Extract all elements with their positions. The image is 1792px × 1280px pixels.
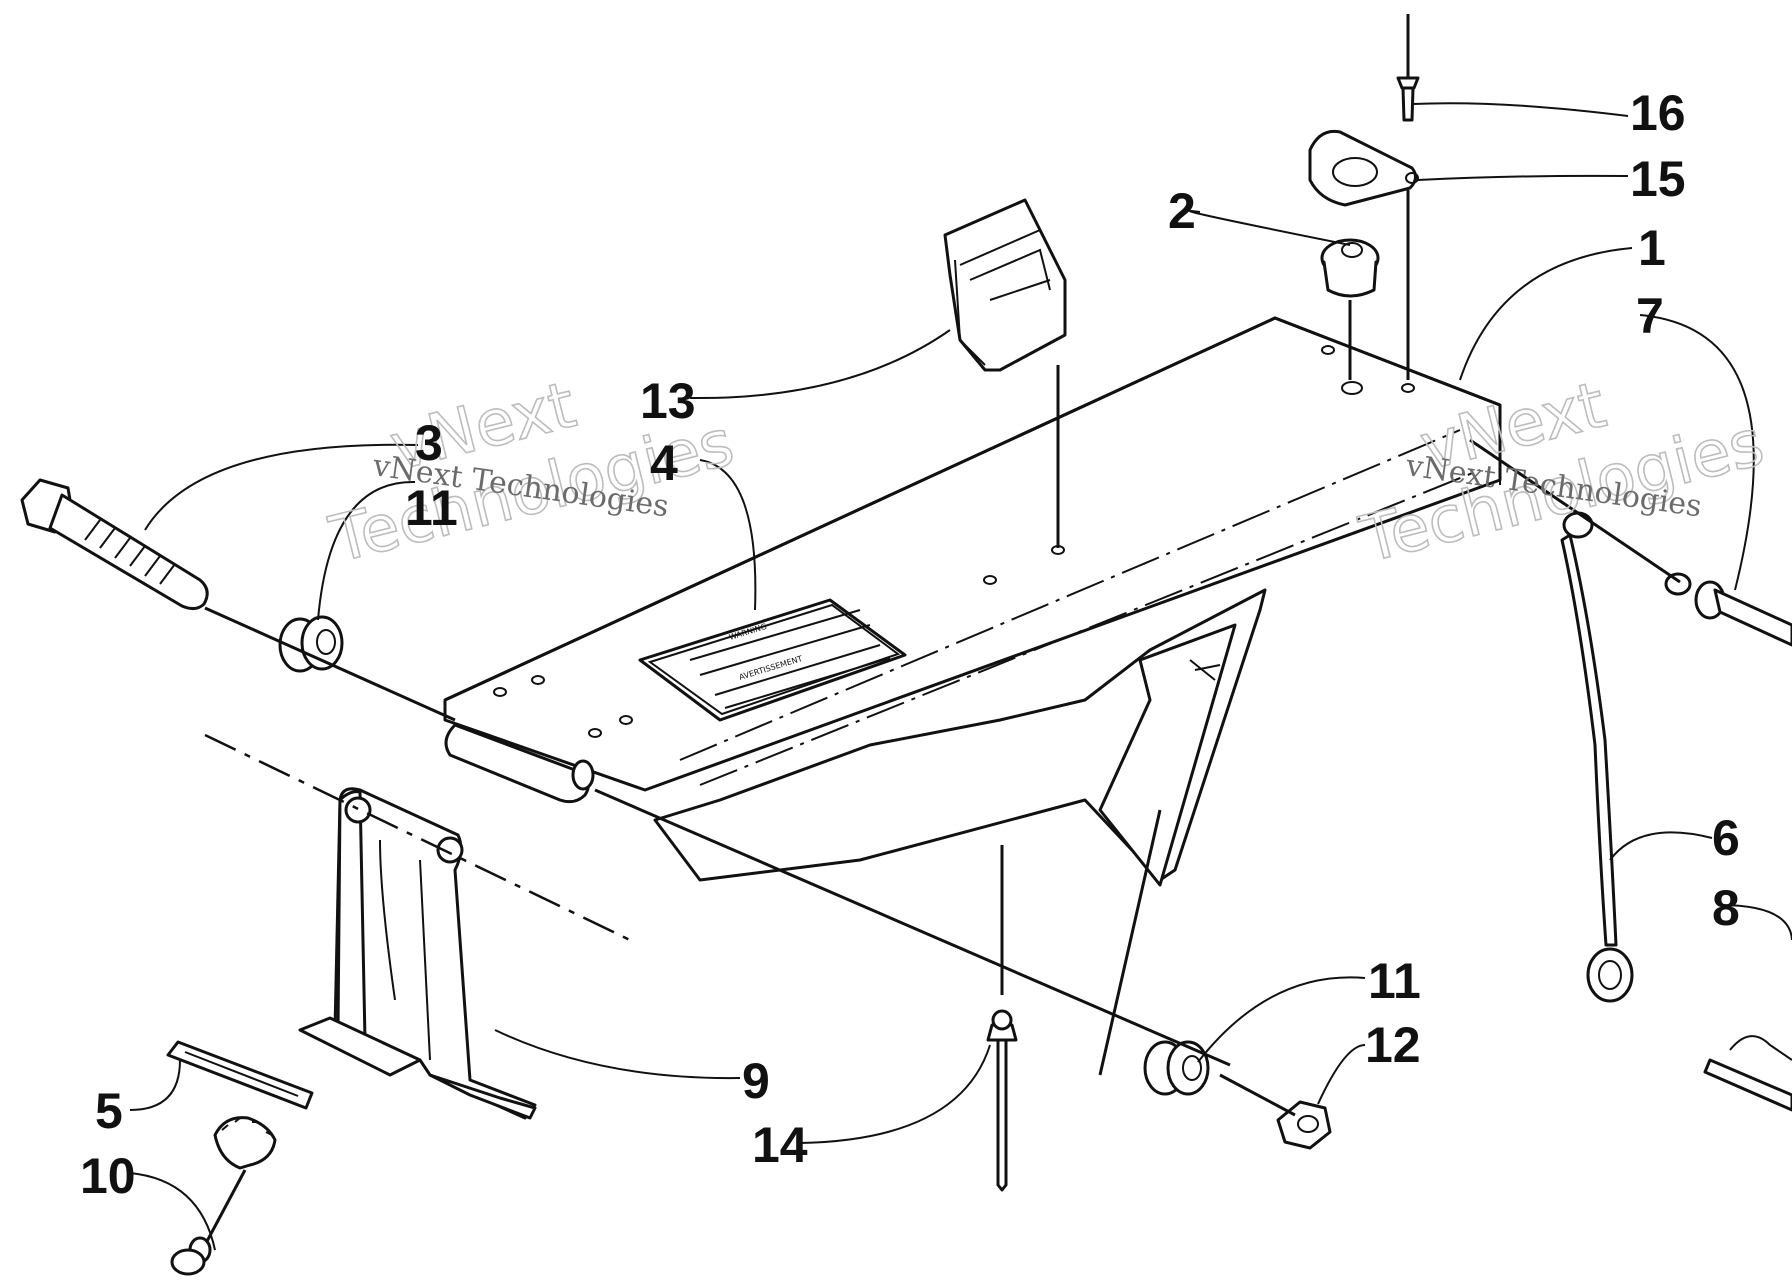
callout-8: 8: [1712, 880, 1740, 936]
push-pin: [170, 1169, 247, 1276]
warning-decal: WARNING AVERTISSEMENT: [638, 598, 907, 722]
skid-plate: [443, 316, 1502, 887]
pop-rivet-top: [1396, 14, 1420, 122]
bushing-left: [278, 615, 344, 673]
hitch-clip: [1703, 1035, 1792, 1112]
knob: [213, 1116, 277, 1170]
callout-7: 7: [1636, 288, 1664, 344]
spring-clip: [943, 198, 1067, 372]
callout-5: 5: [95, 1083, 123, 1139]
callout-14: 14: [752, 1117, 808, 1173]
bushing-right: [1143, 1040, 1210, 1096]
callout-6: 6: [1712, 810, 1740, 866]
callout-3: 3: [415, 415, 443, 471]
mounting-bracket: [1308, 129, 1419, 207]
callout-15: 15: [1630, 151, 1686, 207]
callout-13: 13: [640, 373, 696, 429]
leader-lines: [129, 102, 1792, 1251]
retainer-strap: [166, 1040, 314, 1110]
clevis-pin: [1664, 572, 1792, 647]
bolt: [20, 478, 209, 611]
callout-1: 1: [1638, 220, 1666, 276]
callout-11-right: 11: [1368, 953, 1421, 1009]
rivet-holes: [493, 345, 1415, 738]
callout-11-left: 11: [405, 480, 458, 536]
callouts: 16 15 2 1 7 13 3 4 11 6 8 11 12 9 5 14 1…: [80, 85, 1740, 1204]
callout-10: 10: [80, 1148, 136, 1204]
hinge-bracket: [298, 787, 537, 1120]
callout-2: 2: [1168, 183, 1196, 239]
callout-4: 4: [650, 435, 678, 491]
pop-rivet-bottom: [986, 1009, 1018, 1192]
tether-cable: [1560, 511, 1634, 1003]
grommet-bushing: [1320, 238, 1380, 298]
callout-12: 12: [1365, 1017, 1421, 1073]
callout-16: 16: [1630, 85, 1686, 141]
callout-9: 9: [742, 1053, 770, 1109]
